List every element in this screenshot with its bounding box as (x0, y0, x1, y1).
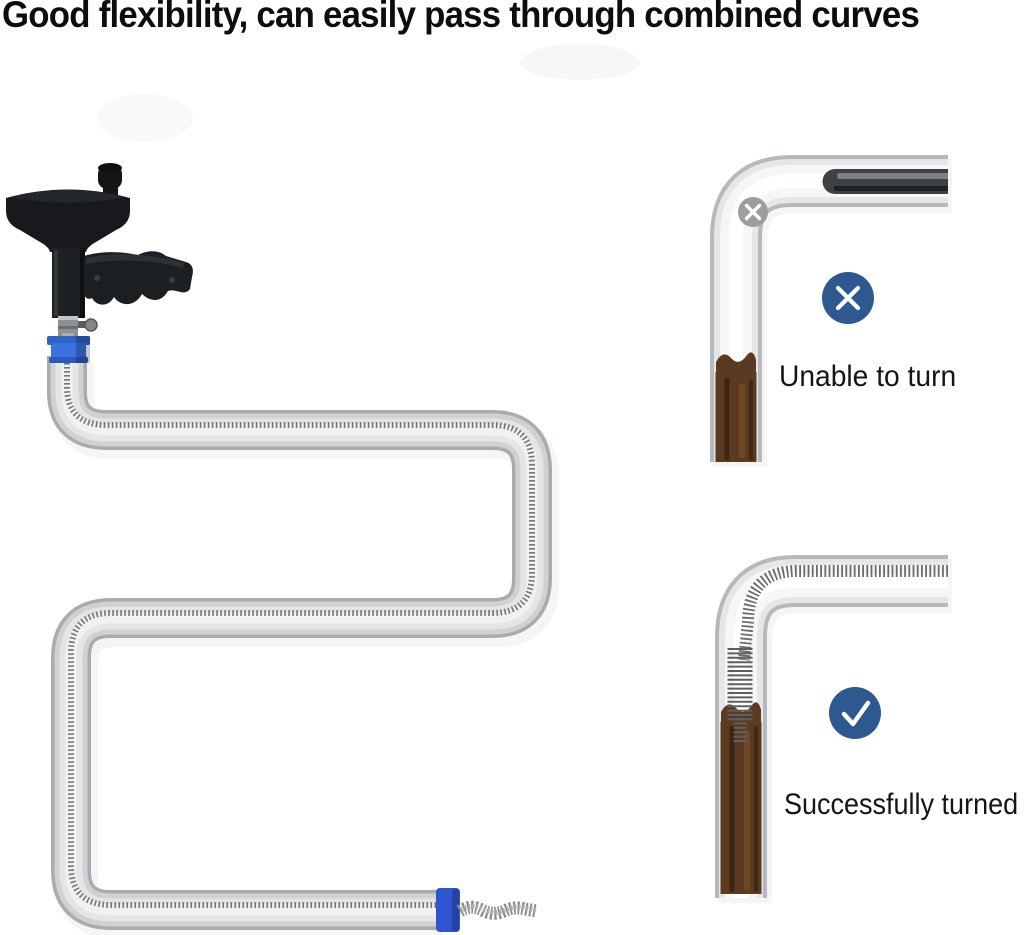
grip-screw (94, 275, 100, 281)
corner-x-icon (738, 197, 768, 227)
drain-auger-tool (6, 163, 193, 363)
tube-highlight (61, 356, 538, 916)
coupling-flare (47, 336, 90, 345)
unable-panel (710, 155, 952, 467)
stuck-rod-highlight (837, 173, 948, 179)
success-panel (715, 555, 952, 903)
pipe-shadow (718, 559, 952, 903)
coupling-lip (49, 357, 88, 363)
x-circle-icon (822, 272, 874, 324)
chuck-band (58, 316, 78, 320)
unable-label: Unable to turn (779, 360, 957, 393)
grip-screw (169, 277, 175, 283)
check-circle-icon (829, 687, 881, 739)
thumbscrew-stem (78, 321, 87, 328)
chuck-band (58, 326, 78, 329)
pipe-shadow (713, 159, 952, 467)
pipe-highlight (729, 174, 948, 462)
crank-knob-top (98, 163, 122, 173)
auger-drum (6, 189, 130, 252)
tool-shaft-shade (80, 248, 85, 318)
spring-tip (456, 900, 539, 920)
success-label: Successfully turned (784, 788, 1019, 821)
spring-cable (738, 565, 948, 661)
background-smudge (520, 44, 640, 80)
spring-tip-highlight (459, 903, 537, 915)
tube-coil (64, 351, 535, 908)
tube-end-cap-shade (452, 889, 459, 931)
background-smudge (97, 94, 193, 142)
headline: Good flexibility, can easily pass throug… (2, 0, 920, 35)
crank-knob-stem (103, 186, 118, 196)
thumbscrew (84, 318, 98, 332)
auger-drum-sheen (10, 190, 126, 203)
flexible-tube (47, 351, 559, 935)
coupling-body (51, 343, 86, 359)
coupling-shade (76, 336, 90, 363)
stuck-rod-shade (834, 186, 948, 191)
pistol-grip (84, 251, 193, 305)
tube-end-cap (436, 888, 460, 932)
tool-shaft-light (54, 250, 58, 316)
clog-top-wave (716, 352, 756, 375)
tube-coupling (47, 336, 90, 363)
pistol-grip-highlight (86, 254, 184, 268)
